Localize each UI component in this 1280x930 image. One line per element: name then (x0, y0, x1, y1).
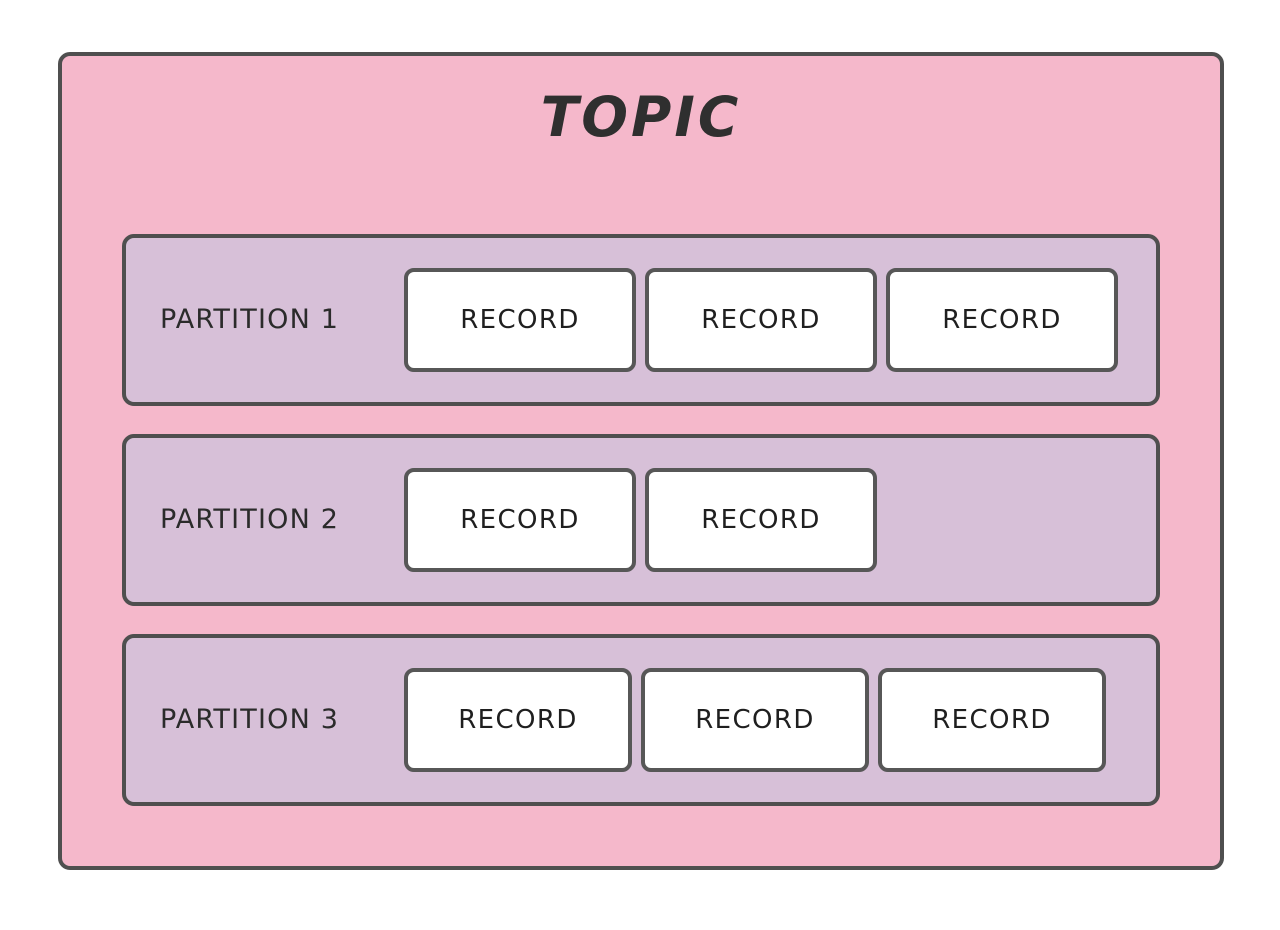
record-list: RECORD RECORD (404, 438, 1156, 602)
record-box: RECORD (404, 268, 636, 372)
record-box: RECORD (878, 668, 1106, 772)
partition-label: PARTITION 2 (160, 504, 340, 535)
record-box: RECORD (404, 468, 636, 572)
partition-label: PARTITION 1 (160, 304, 340, 335)
record-box: RECORD (886, 268, 1118, 372)
partition-label: PARTITION 3 (160, 704, 340, 735)
record-list: RECORD RECORD RECORD (404, 638, 1156, 802)
record-list: RECORD RECORD RECORD (404, 238, 1156, 402)
partition-list: PARTITION 1 RECORD RECORD RECORD PARTITI… (122, 234, 1160, 806)
record-box: RECORD (641, 668, 869, 772)
record-box: RECORD (645, 468, 877, 572)
partition-row: PARTITION 2 RECORD RECORD (122, 434, 1160, 606)
partition-row: PARTITION 3 RECORD RECORD RECORD (122, 634, 1160, 806)
partition-row: PARTITION 1 RECORD RECORD RECORD (122, 234, 1160, 406)
topic-container: TOPIC PARTITION 1 RECORD RECORD RECORD P… (58, 52, 1224, 870)
topic-title: TOPIC (540, 85, 742, 149)
record-box: RECORD (404, 668, 632, 772)
record-box: RECORD (645, 268, 877, 372)
